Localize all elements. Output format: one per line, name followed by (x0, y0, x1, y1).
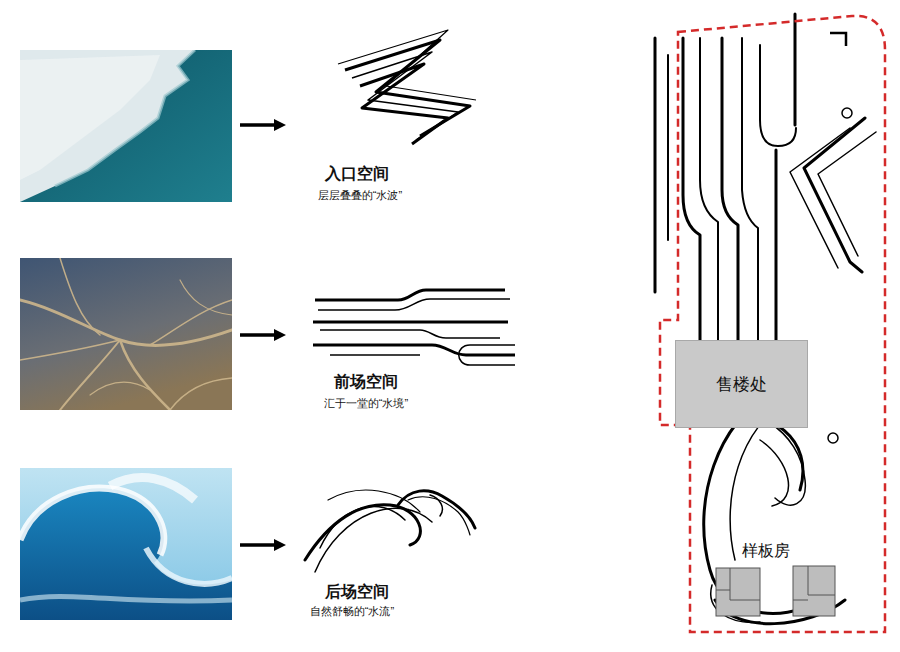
label-text: 前场空间 (334, 373, 398, 390)
site-boundary (660, 16, 885, 632)
arrow-part (274, 539, 286, 551)
wave-sketch-back (305, 490, 475, 572)
site-plan-lines-part (683, 38, 700, 345)
river-delta-photo-part-part (120, 340, 170, 410)
wave-sketch-back-part (328, 490, 420, 512)
river-delta-photo-part-part (180, 280, 232, 315)
river-delta-photo (20, 258, 232, 410)
stream-sketch-front-part (313, 345, 515, 355)
label-text: 自然舒畅的“水流” (310, 605, 394, 617)
space-subtitle: 自然舒畅的“水流” (310, 605, 394, 618)
wave-sketch-back-part (408, 497, 470, 535)
wave-photo-part (20, 596, 232, 601)
stream-sketch-front-part (318, 299, 510, 310)
site-plan-lines-part (742, 38, 758, 345)
stream-sketch-front-part (313, 321, 508, 324)
wave-photo-part (20, 488, 164, 555)
river-delta-photo-part-part (20, 340, 120, 360)
wave-photo-part (110, 478, 195, 500)
ice-photo (20, 50, 232, 202)
label-text: 汇于一堂的“水境” (324, 397, 408, 409)
marker-circle (842, 108, 852, 118)
site-plan-lines-part (722, 38, 738, 345)
site-plan-lines-part (760, 440, 789, 506)
river-delta-photo-part-part (170, 378, 232, 410)
node-label: 售楼处 (716, 373, 767, 396)
site-plan-lines-part (818, 132, 876, 256)
area-label: 样板房 (742, 541, 790, 560)
site-plan-lines-part (804, 118, 865, 272)
wave-sketch-entry-part (345, 40, 470, 136)
label-text: 入口空间 (325, 165, 389, 182)
wave-sketch-entry-part (360, 64, 448, 144)
stream-sketch-front-part (320, 330, 500, 338)
space-subtitle: 汇于一堂的“水境” (324, 397, 408, 410)
ice-photo-part (20, 50, 195, 202)
space-subtitle: 层层叠叠的“水波” (318, 189, 402, 202)
site-plan-lines (655, 14, 876, 624)
model-unit-plan-part (716, 566, 835, 600)
arrow-part (240, 123, 276, 127)
model-unit-plan (716, 566, 835, 616)
river-delta-photo-part-part (60, 258, 100, 335)
wave-sketch-back-part (315, 508, 432, 572)
wave-sketch-back-part (305, 505, 420, 560)
arrow-part (240, 333, 276, 337)
ice-photo-part (20, 50, 232, 202)
space-title: 前场空间 (334, 372, 398, 391)
site-plan-lines-part (775, 150, 778, 345)
marker-circle (828, 433, 838, 443)
river-delta-photo-part (20, 258, 232, 410)
arrow (240, 119, 286, 551)
site-plan-lines-part (760, 45, 796, 146)
wave-sketch-entry (338, 30, 476, 144)
arrow-part (240, 543, 276, 547)
ice-photo-part (55, 50, 195, 186)
river-delta-photo-part-part (90, 382, 150, 395)
site-plan-lines-part (700, 38, 718, 345)
river-delta-photo-part-part (20, 300, 232, 345)
river-delta-photo-part (20, 258, 232, 410)
wave-sketch-entry-part (338, 30, 476, 100)
model-unit-plan-part (793, 566, 835, 616)
wave-photo-part (20, 488, 232, 620)
wave-sketch-back-part (320, 507, 405, 548)
north-mark (830, 33, 846, 46)
wave-photo-part (146, 548, 232, 584)
wave-photo-part (20, 468, 232, 620)
wave-sketch-back-part (430, 495, 442, 516)
site-plan-lines-part (790, 128, 850, 268)
stream-sketch-front-part (330, 354, 420, 356)
stream-sketch-front (313, 290, 515, 365)
label-text: 后场空间 (325, 583, 389, 600)
space-title: 后场空间 (325, 582, 389, 601)
arrow-part (274, 119, 286, 131)
site-plan-lines-part (667, 55, 669, 240)
stream-sketch-front-part (459, 345, 515, 365)
ice-photo-part (20, 55, 160, 180)
river-delta-photo-part-part (150, 300, 232, 345)
site-plan-lines-part (654, 38, 657, 292)
wave-photo (20, 468, 232, 620)
site-plan-lines-part (794, 14, 797, 125)
wave-sketch-entry-part (352, 52, 458, 140)
model-unit-plan-part (716, 568, 760, 616)
arrow-part (274, 329, 286, 341)
label-text: 样板房 (742, 542, 790, 559)
label-text: 层层叠叠的“水波” (318, 189, 402, 201)
space-title: 入口空间 (325, 164, 389, 183)
sales-office-box: 售楼处 (675, 340, 808, 428)
wave-sketch-back-part (398, 491, 475, 528)
